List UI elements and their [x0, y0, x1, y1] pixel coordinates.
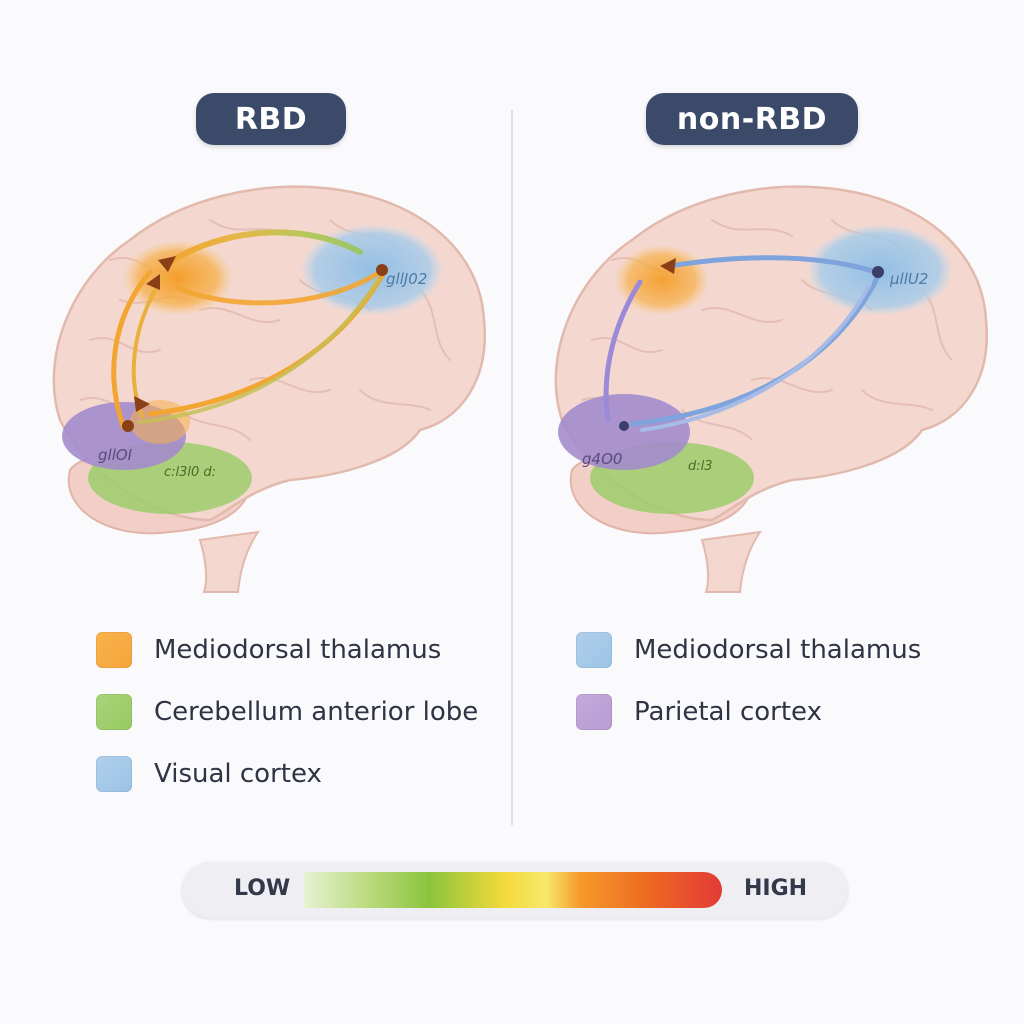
rbd-panel: RBD — [0, 0, 512, 840]
scale-high-label: HIGH — [744, 876, 808, 901]
brain-stem — [198, 530, 261, 593]
visual-node — [376, 264, 388, 276]
legend-item-visual-cortex: Visual cortex — [96, 756, 322, 792]
brain-stem — [700, 530, 763, 593]
visual-region-label: gllJ02 — [386, 270, 427, 288]
scale-gradient-bar — [304, 872, 722, 908]
non-rbd-panel: non-RBD — [512, 0, 1024, 840]
arrow-thalamus-to-parietal — [603, 279, 643, 423]
rbd-connection-arrows — [111, 229, 387, 431]
arrow-visual-to-thalamus — [667, 255, 879, 275]
legend-item-parietal-cortex: Parietal cortex — [576, 694, 822, 730]
legend-label: Mediodorsal thalamus — [634, 635, 922, 665]
arrow-visual-to-parietal-inner — [138, 278, 380, 424]
rbd-title-pill: RBD — [196, 93, 346, 145]
parietal-region-label: g4O0 — [582, 450, 622, 468]
parietal-region — [558, 394, 690, 470]
visual-node — [872, 266, 884, 278]
rbd-title: RBD — [234, 101, 308, 137]
parietal-node — [619, 421, 629, 431]
arrow-head-thalamus — [158, 256, 176, 272]
panel-divider — [511, 110, 513, 825]
cerebellum-region-label: c:l3l0 d: — [164, 465, 216, 480]
legend-label: Cerebellum anterior lobe — [154, 697, 479, 727]
orange-swatch — [96, 632, 132, 668]
rbd-brain-illustration: gllJ02 gllOI c:l3l0 d: — [52, 185, 487, 593]
cerebellum-region-label: d:l3 — [688, 459, 713, 474]
legend-label: Mediodorsal thalamus — [154, 635, 442, 665]
intensity-scale: LOW HIGH — [182, 862, 848, 918]
legend-item-mediodorsal-thalamus: Mediodorsal thalamus — [96, 632, 441, 668]
green-swatch — [96, 694, 132, 730]
non-rbd-arrow-heads — [619, 258, 884, 431]
legend-label: Parietal cortex — [634, 697, 822, 727]
parietal-node — [122, 420, 134, 432]
blue-swatch — [96, 756, 132, 792]
non-rbd-title: non-RBD — [676, 101, 828, 137]
purple-swatch — [576, 694, 612, 730]
rbd-arrow-heads — [122, 256, 388, 432]
arrow-visual-to-thalamus-top — [167, 229, 363, 265]
arrow-visual-to-thalamus-inner — [175, 269, 383, 306]
arrow-head-parietal — [134, 396, 150, 412]
legend-item-cerebellum-anterior-lobe: Cerebellum anterior lobe — [96, 694, 478, 730]
scale-low-label: LOW — [234, 876, 291, 901]
parietal-region-label: gllOI — [98, 446, 133, 464]
legend-label: Visual cortex — [154, 759, 322, 789]
arrow-visual-to-parietal-inner — [640, 282, 872, 432]
arrow-head-thalamus — [660, 258, 676, 274]
arrow-thalamus-to-parietal-left — [111, 269, 153, 431]
non-rbd-brain-illustration: μllU2 g4O0 d:l3 — [554, 185, 989, 593]
arrow-head-thalamus-2 — [146, 274, 160, 290]
non-rbd-connection-arrows — [603, 255, 881, 432]
visual-region-label: μllU2 — [889, 270, 928, 288]
non-rbd-title-pill: non-RBD — [646, 93, 858, 145]
blue-swatch — [576, 632, 612, 668]
thalamus-region — [122, 240, 234, 316]
legend-item-mediodorsal-thalamus: Mediodorsal thalamus — [576, 632, 921, 668]
